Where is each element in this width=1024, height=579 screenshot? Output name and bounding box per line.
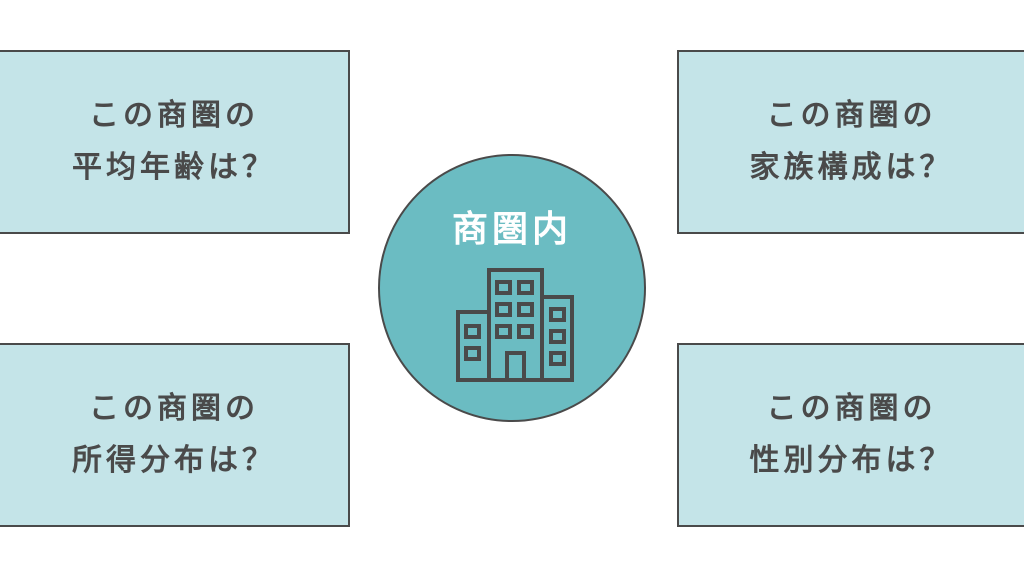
question-line1: この商圏の <box>766 391 937 426</box>
question-line2: 家族構成は？ <box>749 150 954 185</box>
office-building-icon <box>456 268 574 382</box>
question-box-average-age: この商圏の 平均年齢は？ <box>0 50 350 234</box>
question-line1: この商圏の <box>89 98 259 133</box>
question-line1: この商圏の <box>766 98 937 133</box>
question-line2: 所得分布は？ <box>72 443 276 478</box>
question-box-gender-distribution: この商圏の 性別分布は？ <box>677 343 1024 527</box>
trade-area-circle: 商圏内 <box>378 154 646 422</box>
question-box-income-distribution: この商圏の 所得分布は？ <box>0 343 350 527</box>
question-line2: 平均年齢は？ <box>72 150 276 185</box>
question-box-family-structure: この商圏の 家族構成は？ <box>677 50 1024 234</box>
trade-area-title: 商圏内 <box>451 209 572 250</box>
question-line2: 性別分布は？ <box>749 443 954 478</box>
question-line1: この商圏の <box>89 391 259 426</box>
